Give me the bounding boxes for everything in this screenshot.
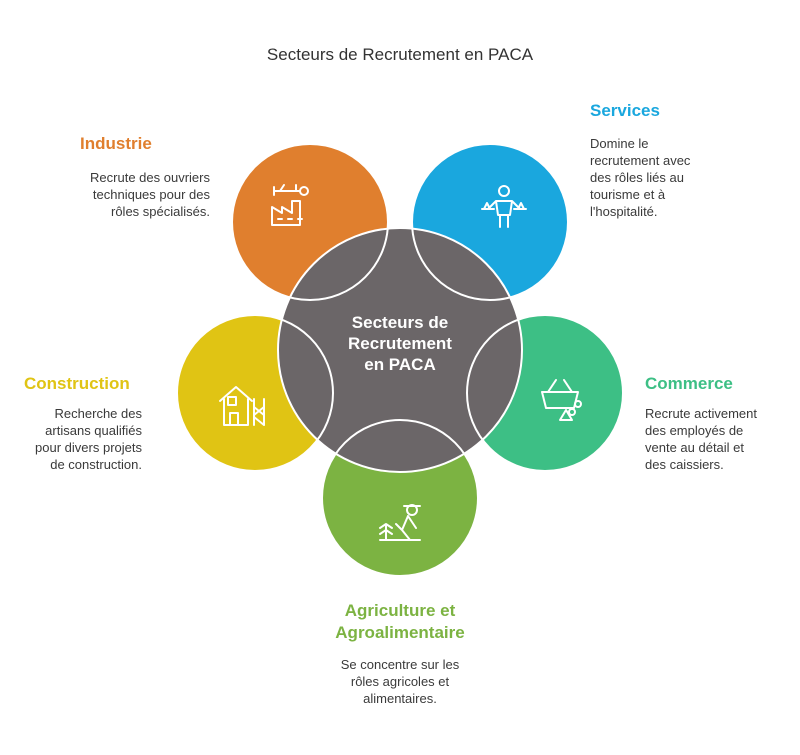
commerce-title: Commerce <box>645 374 733 393</box>
shopping-basket-icon <box>541 379 582 421</box>
house-construction-icon <box>219 386 265 426</box>
agriculture-title: Agriculture et Agroalimentaire <box>335 601 465 642</box>
agriculture-overlap-outline <box>321 419 479 472</box>
diagram-title: Secteurs de Recrutement en PACA <box>266 45 534 64</box>
construction-overlap-outline <box>278 314 334 472</box>
commerce-overlap-outline <box>466 314 522 472</box>
services-overlap-outline <box>411 228 522 301</box>
worker-icon <box>481 185 527 228</box>
industrie-title: Industrie <box>80 134 152 153</box>
center-label: Secteurs de Recrutement en PACA <box>348 313 452 374</box>
commerce-description: Recrute activement des employés de vente… <box>645 406 757 472</box>
industrie-description: Recrute des ouvriers techniques pour des… <box>90 170 210 219</box>
construction-description: Recherche des artisans qualifiés pour di… <box>35 406 142 472</box>
factory-icon <box>271 184 309 226</box>
services-title: Services <box>590 101 660 120</box>
farmer-icon <box>379 504 421 541</box>
services-description: Domine le recrutement avec des rôles lié… <box>590 136 691 219</box>
industrie-overlap-outline <box>278 228 389 301</box>
center-circle <box>277 227 523 473</box>
construction-title: Construction <box>24 374 130 393</box>
agriculture-description: Se concentre sur les rôles agricoles et … <box>340 657 460 706</box>
